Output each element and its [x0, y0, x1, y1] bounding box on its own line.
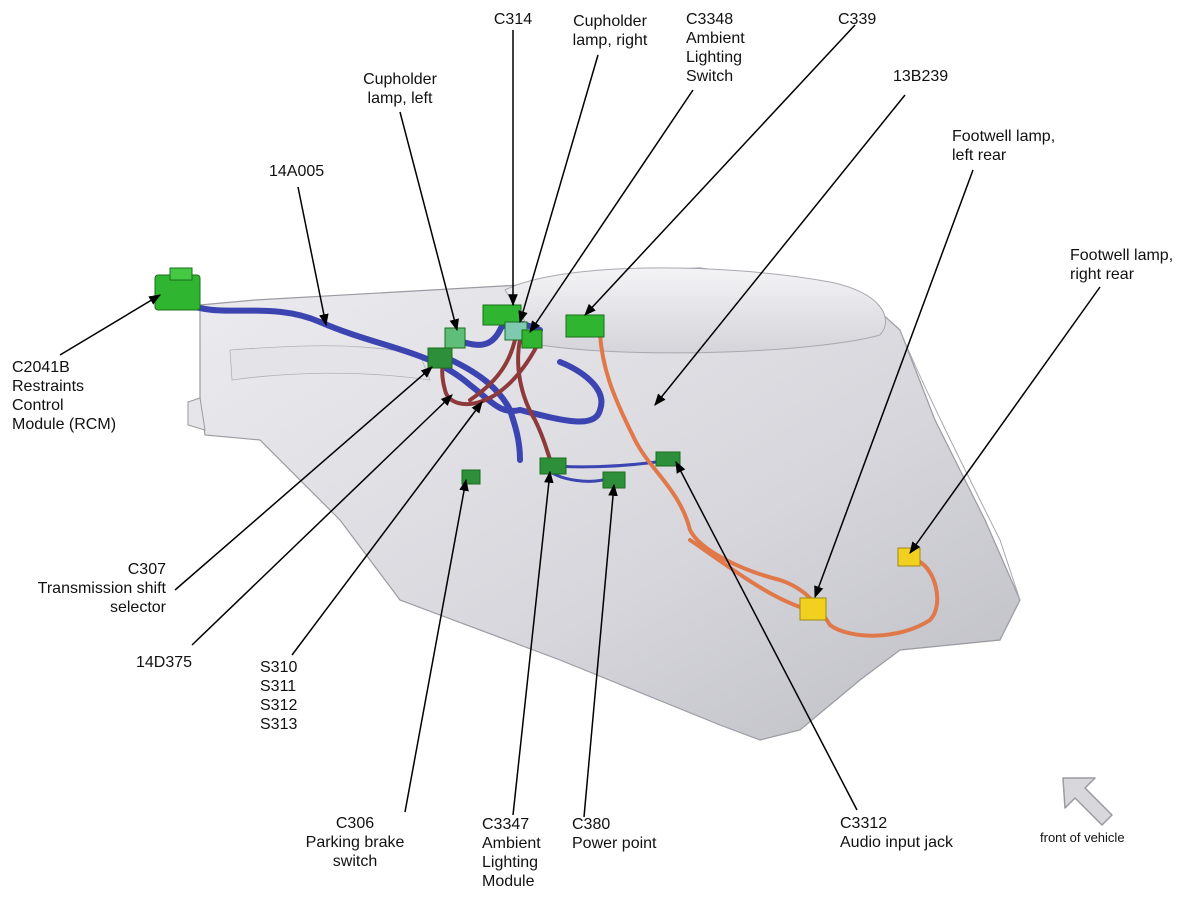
connector-c2041b [154, 267, 201, 311]
label-c314: C314 [493, 11, 533, 28]
connector-c3312 [655, 451, 681, 467]
connector-footwell-left-rear [799, 597, 827, 621]
label-c3312: C3312 Audio input jack [840, 815, 953, 851]
connector-c339 [565, 314, 605, 338]
label-front-of-vehicle: front of vehicle [1040, 830, 1125, 845]
label-footwell-left-rear: Footwell lamp, left rear [952, 128, 1056, 164]
connector-c3347 [539, 457, 567, 475]
connector-c3348 [521, 329, 543, 349]
center-console-body [187, 267, 1021, 741]
label-c306: C306 Parking brake switch [305, 815, 405, 870]
label-13b239: 13B239 [893, 68, 949, 85]
label-c380: C380 Power point [572, 816, 657, 852]
harness-13b239 [598, 331, 940, 638]
connector-c307 [427, 347, 453, 369]
connector-cupholder-left [444, 327, 466, 349]
connector-c306 [461, 469, 481, 485]
label-c3347: C3347 Ambient Lighting Module [482, 816, 541, 890]
label-c3348: C3348 Ambient Lighting Switch [686, 11, 745, 85]
label-cupholder-left: Cupholder lamp, left [363, 71, 437, 107]
connector-footwell-right-rear [897, 547, 921, 567]
label-c339: C339 [838, 11, 877, 28]
label-footwell-right-rear: Footwell lamp, right rear [1070, 247, 1174, 283]
label-cupholder-right: Cupholder lamp, right [572, 13, 648, 49]
harness-14a005 [182, 300, 672, 483]
label-s310-s313: S310 S311 S312 S313 [260, 659, 298, 733]
label-c307: C307 Transmission shift selector [37, 561, 166, 616]
label-c2041b: C2041B Restraints Control Module (RCM) [12, 359, 117, 433]
label-14d375: 14D375 [136, 654, 193, 671]
leader-lines [59, 24, 1101, 818]
label-14a005: 14A005 [269, 163, 325, 180]
front-of-vehicle-arrow-icon [1062, 777, 1113, 826]
